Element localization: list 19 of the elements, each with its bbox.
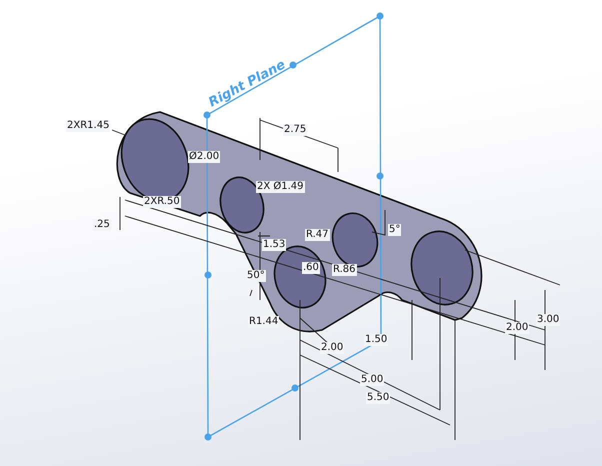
dimension-label: 2XR1.45 xyxy=(66,120,110,132)
dimension-label: 2.75 xyxy=(283,124,308,136)
dimension-label: R.86 xyxy=(332,264,356,276)
dimension-label: 50° xyxy=(246,270,266,282)
dimension-label: 2.00 xyxy=(320,342,344,354)
dimension-label: 2XR.50 xyxy=(143,196,181,208)
dimension-label: R1.44 xyxy=(248,316,280,328)
dimension-label: 5.50 xyxy=(366,392,390,404)
dimension-label: 1.50 xyxy=(364,334,388,346)
dimension-label: 2X Ø1.49 xyxy=(256,181,305,193)
dimension-label: 5° xyxy=(388,224,402,236)
dimension-label: R.47 xyxy=(305,229,330,241)
dimension-label: 2.00 xyxy=(505,322,530,334)
dimension-label: .60 xyxy=(302,262,320,274)
dimension-label: .25 xyxy=(93,219,111,231)
dimension-label: 3.00 xyxy=(536,314,560,326)
dimension-label: 1.53 xyxy=(262,239,286,251)
dimension-label: 5.00 xyxy=(360,374,384,386)
dimension-label: Ø2.00 xyxy=(188,151,220,163)
